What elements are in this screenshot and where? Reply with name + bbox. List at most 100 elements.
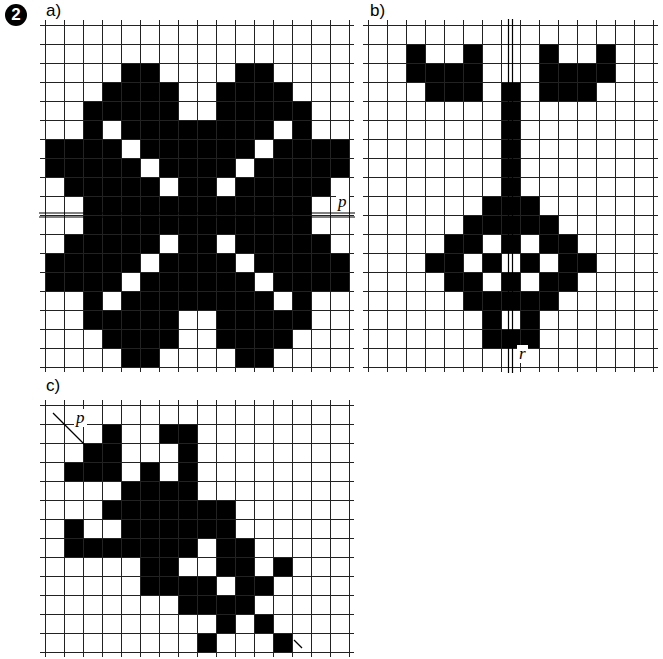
symmetry-axis xyxy=(294,640,302,648)
black-cell xyxy=(330,139,349,158)
black-cell xyxy=(121,120,140,139)
grid-line xyxy=(363,158,658,159)
black-cell xyxy=(121,348,140,367)
grid-line xyxy=(363,291,658,292)
black-cell xyxy=(140,177,159,196)
grid-line xyxy=(363,196,658,197)
black-cell xyxy=(463,82,482,101)
grid-line xyxy=(40,44,354,45)
grid-line xyxy=(40,291,354,292)
black-cell xyxy=(64,158,83,177)
black-cell xyxy=(102,272,121,291)
grid-line xyxy=(40,538,354,539)
grid-line xyxy=(311,400,312,657)
black-cell xyxy=(273,234,292,253)
black-cell xyxy=(501,215,520,234)
black-cell xyxy=(292,272,311,291)
grid-line xyxy=(40,443,354,444)
black-cell xyxy=(216,158,235,177)
grid-line xyxy=(40,177,354,178)
black-cell xyxy=(463,272,482,291)
black-cell xyxy=(64,253,83,272)
grid-line xyxy=(40,367,354,368)
black-cell xyxy=(216,310,235,329)
black-cell xyxy=(159,481,178,500)
black-cell xyxy=(121,82,140,101)
black-cell xyxy=(121,177,140,196)
black-cell xyxy=(273,253,292,272)
black-cell xyxy=(216,291,235,310)
black-cell xyxy=(140,538,159,557)
black-cell xyxy=(178,253,197,272)
black-cell xyxy=(539,291,558,310)
black-cell xyxy=(140,234,159,253)
black-cell xyxy=(102,215,121,234)
black-cell xyxy=(292,291,311,310)
black-cell xyxy=(558,272,577,291)
grid-line xyxy=(363,101,658,102)
black-cell xyxy=(311,177,330,196)
black-cell xyxy=(140,576,159,595)
black-cell xyxy=(444,253,463,272)
black-cell xyxy=(83,120,102,139)
black-cell xyxy=(197,576,216,595)
black-cell xyxy=(501,291,520,310)
black-cell xyxy=(425,63,444,82)
black-cell xyxy=(178,538,197,557)
symmetry-axis xyxy=(508,19,509,373)
black-cell xyxy=(254,614,273,633)
black-cell xyxy=(121,500,140,519)
black-cell xyxy=(178,519,197,538)
black-cell xyxy=(482,310,501,329)
grid-line xyxy=(102,400,103,657)
black-cell xyxy=(254,291,273,310)
number-badge xyxy=(5,4,27,26)
black-cell xyxy=(140,500,159,519)
black-cell xyxy=(292,310,311,329)
black-cell xyxy=(292,196,311,215)
grid-line xyxy=(40,576,354,577)
black-cell xyxy=(159,557,178,576)
grid-line xyxy=(40,310,354,311)
grid-line xyxy=(40,215,354,216)
grid-line xyxy=(363,367,658,368)
grid-line xyxy=(216,400,217,657)
black-cell xyxy=(216,557,235,576)
grid-line xyxy=(40,424,354,425)
black-cell xyxy=(121,519,140,538)
black-cell xyxy=(83,139,102,158)
black-cell xyxy=(178,120,197,139)
black-cell xyxy=(197,139,216,158)
black-cell xyxy=(425,82,444,101)
black-cell xyxy=(102,139,121,158)
black-cell xyxy=(83,538,102,557)
black-cell xyxy=(178,196,197,215)
black-cell xyxy=(140,272,159,291)
black-cell xyxy=(102,500,121,519)
grid-line xyxy=(363,234,658,235)
black-cell xyxy=(330,253,349,272)
grid-line xyxy=(40,405,354,406)
black-cell xyxy=(216,595,235,614)
black-cell xyxy=(178,272,197,291)
pinwheel-grid xyxy=(40,400,354,657)
black-cell xyxy=(121,63,140,82)
grid-line xyxy=(40,348,354,349)
black-cell xyxy=(121,253,140,272)
black-cell xyxy=(501,139,520,158)
black-cell xyxy=(83,215,102,234)
black-cell xyxy=(216,196,235,215)
grid-line xyxy=(40,481,354,482)
black-cell xyxy=(83,272,102,291)
black-cell xyxy=(121,481,140,500)
black-cell xyxy=(178,576,197,595)
black-cell xyxy=(235,348,254,367)
black-cell xyxy=(159,500,178,519)
black-cell xyxy=(64,519,83,538)
black-cell xyxy=(520,215,539,234)
black-cell xyxy=(292,101,311,120)
black-cell xyxy=(64,139,83,158)
black-cell xyxy=(197,177,216,196)
black-cell xyxy=(577,63,596,82)
black-cell xyxy=(292,177,311,196)
